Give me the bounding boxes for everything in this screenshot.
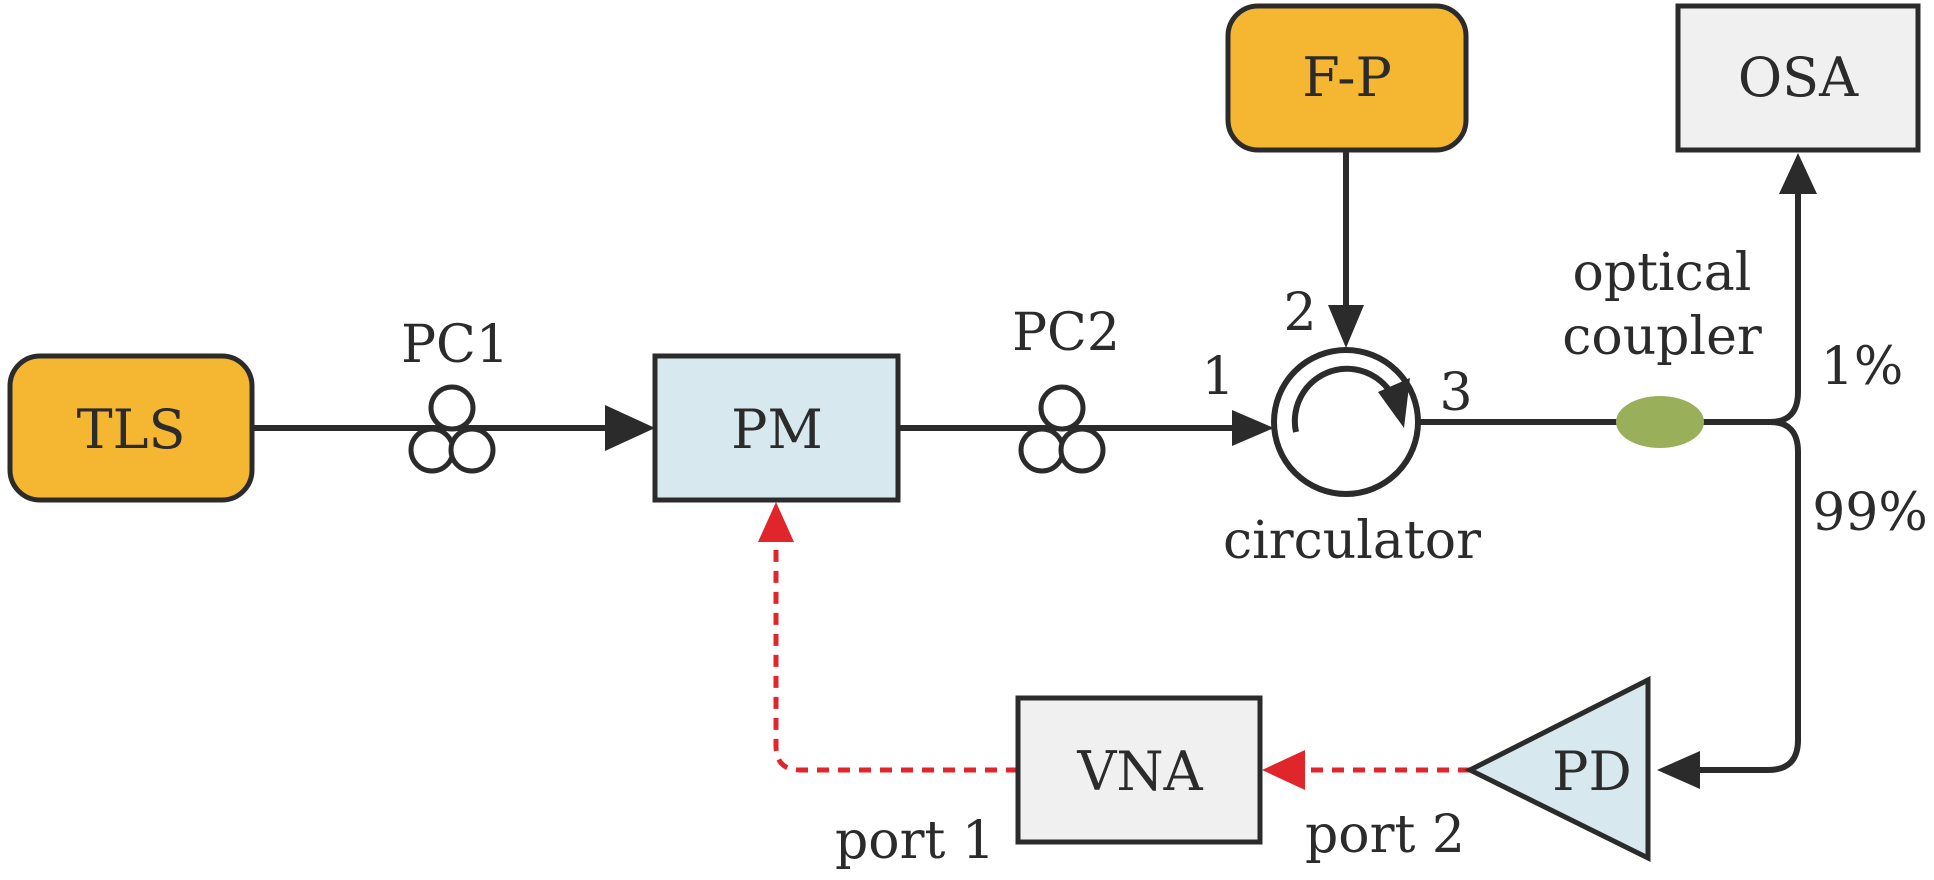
arrow-into-vna	[1262, 750, 1305, 790]
osa-label: OSA	[1738, 46, 1859, 109]
vna-port-1-label: port 1	[835, 811, 995, 871]
coupler-icon	[1616, 396, 1704, 448]
coupler-label-line2: coupler	[1562, 307, 1762, 367]
arrow-into-circulator	[1232, 410, 1274, 446]
pc2-label: PC2	[1012, 303, 1120, 363]
tls-label: TLS	[77, 398, 186, 461]
vna-label: VNA	[1076, 740, 1203, 803]
circulator-port-1: 1	[1201, 347, 1234, 407]
circulator-icon	[1271, 347, 1421, 497]
pc1-icon	[408, 384, 496, 474]
fp-label: F-P	[1302, 46, 1392, 109]
rf-link-vna-pm	[773, 540, 1018, 773]
arrow-into-pd	[1657, 751, 1700, 789]
coupler-ratio-osa: 1%	[1821, 337, 1904, 397]
vna-port-2-label: port 2	[1305, 805, 1465, 865]
arrow-into-osa	[1779, 153, 1817, 194]
coupler-label-line1: optical	[1573, 243, 1752, 303]
vna-box	[1015, 695, 1263, 845]
pc2-icon	[1018, 384, 1106, 474]
fiber-branch-pd	[1700, 419, 1801, 773]
tls-box	[7, 353, 255, 503]
circulator-port-3: 3	[1439, 363, 1472, 423]
arrow-into-pm	[605, 405, 655, 451]
arrow-into-circulator-port2	[1328, 305, 1364, 348]
circulator-label: circulator	[1223, 511, 1481, 571]
pd-label: PD	[1552, 740, 1632, 803]
pd-triangle	[1464, 675, 1651, 863]
pm-label: PM	[731, 398, 823, 461]
osa-box	[1675, 3, 1921, 153]
fiber-branch-osa	[1769, 190, 1801, 425]
fp-box	[1225, 3, 1469, 153]
circulator-port-2: 2	[1283, 283, 1316, 343]
pc1-label: PC1	[401, 315, 509, 375]
arrow-into-pm-rf	[758, 502, 794, 542]
coupler-ratio-pd: 99%	[1812, 483, 1928, 543]
pm-box	[652, 353, 901, 503]
